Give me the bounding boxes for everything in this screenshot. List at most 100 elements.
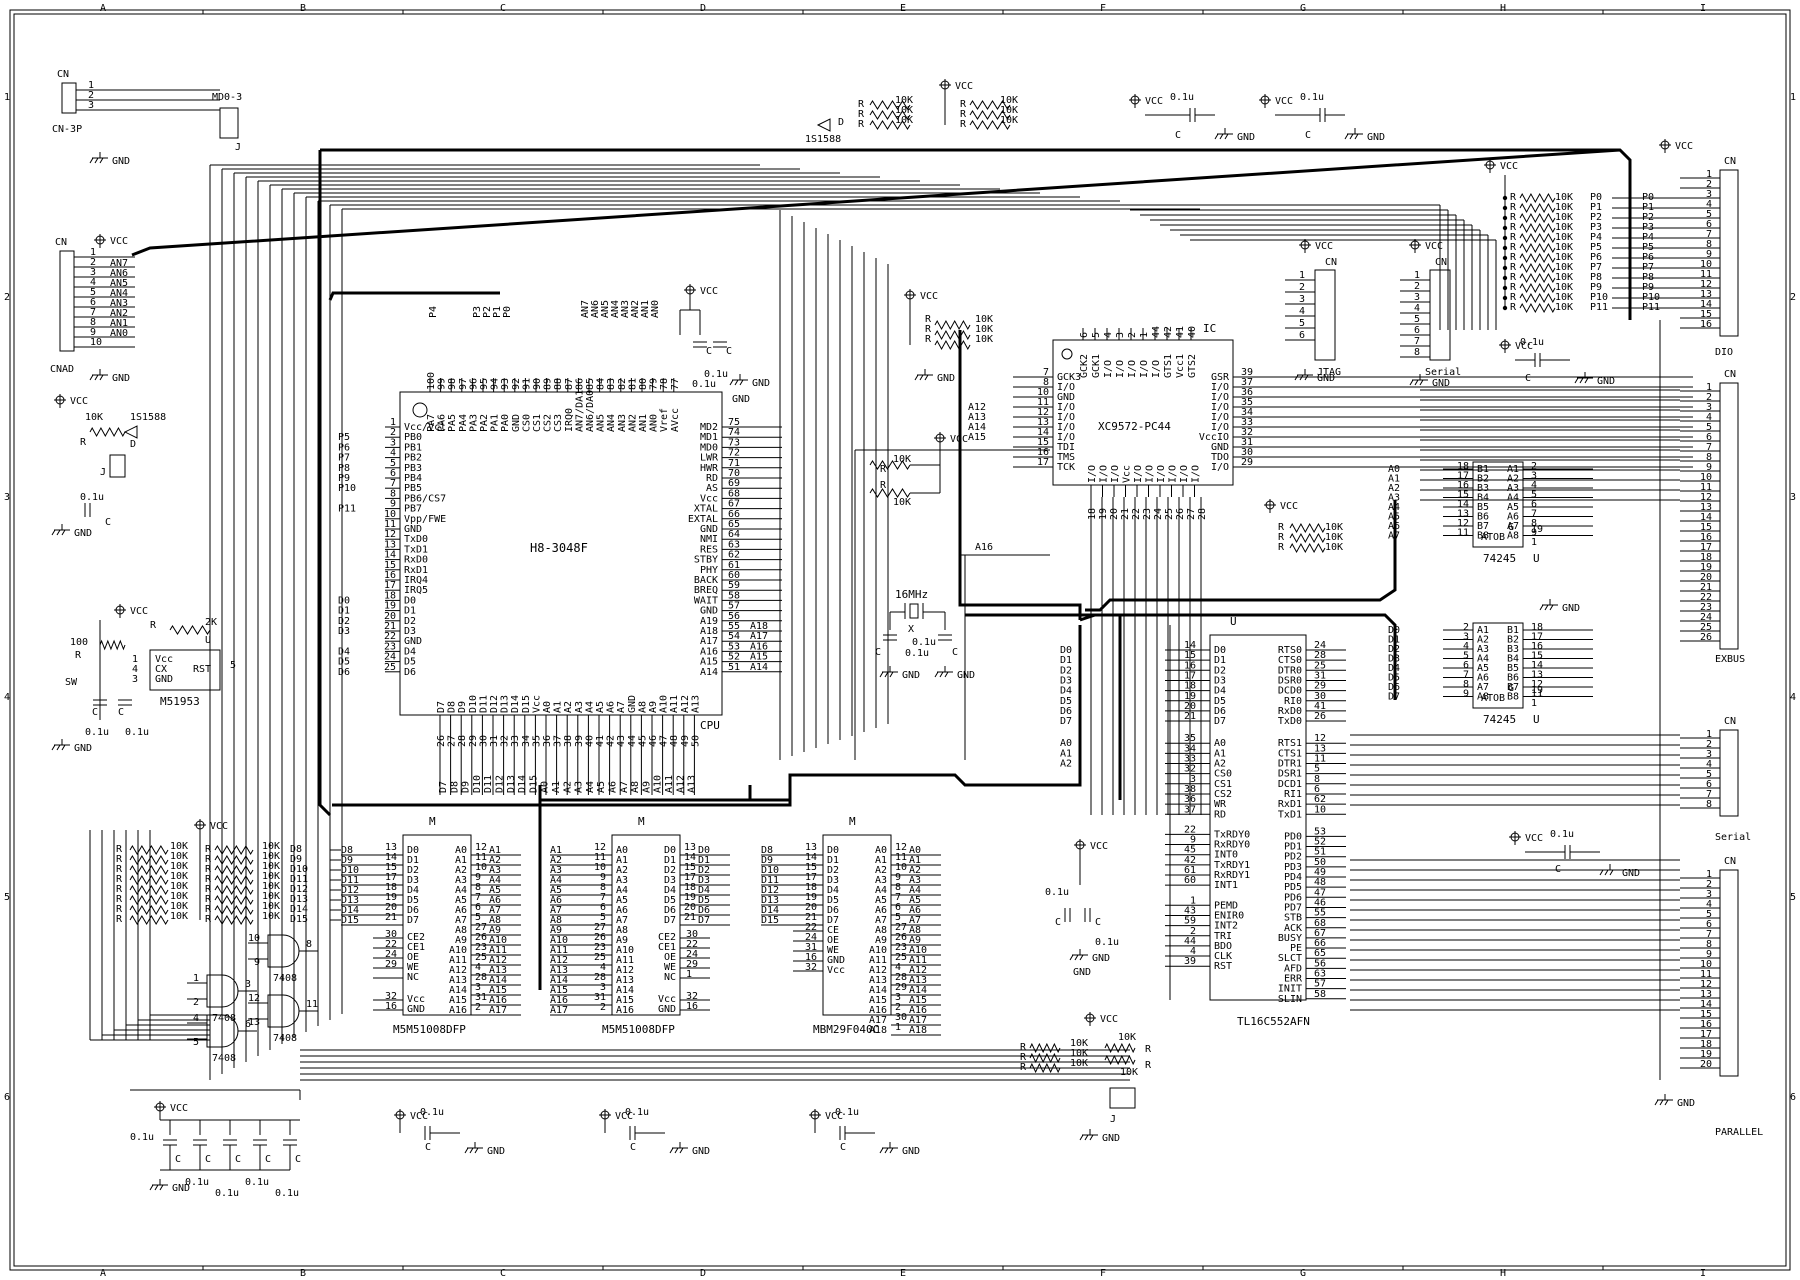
label: C <box>706 346 712 357</box>
dio-net: P8 <box>1590 272 1602 283</box>
uart-left-pin-name: ENIR0 <box>1214 910 1244 921</box>
connector-pin: 24 <box>1700 612 1712 623</box>
cpu-left-pin-number: 4 <box>390 448 396 459</box>
label: R <box>205 914 212 925</box>
mem-right-pin-name: A11 <box>449 955 467 966</box>
gnd-hatch <box>1294 374 1299 381</box>
uart-tl16c552: TL16C552AFNUD014D0D115D1D216D2D317D3D418… <box>1060 615 1346 1028</box>
column-label: I <box>1700 1268 1706 1279</box>
mem-right-net: A1 <box>909 855 921 866</box>
connectors: CNJTAG123456CNSerial12345678CNCN-3P123MD… <box>50 69 1763 1138</box>
connector-pin: 10 <box>1700 259 1712 270</box>
cpu-bottom-pin-name: D7 <box>436 701 447 713</box>
label: R <box>858 99 865 110</box>
uart-right-pin-name: ACK <box>1284 923 1302 934</box>
uart-right-pin-name: TxD0 <box>1278 716 1302 727</box>
cpld-bottom-pin-name: I/O <box>1179 465 1190 483</box>
label: 0.1u <box>835 1107 859 1118</box>
label: C <box>1305 130 1311 141</box>
mem-ctrl-pin-number: 24 <box>385 949 397 960</box>
cnad-net: AN6 <box>110 268 128 279</box>
cpld-part-label: XC9572-PC44 <box>1098 420 1171 433</box>
cpld-left-pin-number: 12 <box>1037 407 1049 418</box>
cpu-left-pin-number: 1 <box>390 417 396 428</box>
uart-left-pin-name: BDO <box>1214 941 1232 952</box>
label: R <box>1510 202 1517 213</box>
buffer-body <box>1472 461 1524 548</box>
serial-top-label: Serial <box>1425 367 1461 378</box>
jtag-connector-body <box>1314 269 1336 361</box>
label: C <box>1095 917 1101 928</box>
res-value: 10K <box>262 871 280 882</box>
cpu-left-pin-number: 10 <box>384 509 396 520</box>
jumper-label: MD0-3 <box>212 92 242 103</box>
cpu-top-net: P4 <box>428 306 439 318</box>
cpu-right-pin-number: 65 <box>728 519 740 530</box>
buffer-net: D6 <box>1388 682 1400 693</box>
cpld-left-net: A14 <box>968 422 986 433</box>
gnd-label: GND <box>1597 376 1615 387</box>
column-label: D <box>700 3 706 14</box>
resistor <box>1519 282 1556 294</box>
connector-pin: 13 <box>1700 502 1712 513</box>
cpu-left-pin-number: 8 <box>390 488 396 499</box>
cpu-left-net: P9 <box>338 473 350 484</box>
mem-left-pin-name: D7 <box>407 915 419 926</box>
cpu-bottom-net: A7 <box>619 781 630 793</box>
connector-pin: 9 <box>1706 949 1712 960</box>
uart-left-pin-name: CS1 <box>1214 779 1232 790</box>
label: 10K <box>975 334 993 345</box>
cpu-top-pin-name: PA6 <box>437 414 448 432</box>
cpu-left-pin-number: 3 <box>390 437 396 448</box>
buffer-right-pin-name: B4 <box>1507 654 1519 665</box>
uart-left-pin-name: PEMD <box>1214 900 1238 911</box>
label: C <box>840 1142 846 1153</box>
uart-left-pin-name: RD <box>1214 809 1226 820</box>
res-value: 10K <box>1000 115 1018 126</box>
cnad-net: AN4 <box>110 288 128 299</box>
gnd-label: GND <box>692 1146 710 1157</box>
label: 0.1u <box>625 1107 649 1118</box>
gnd-hatch <box>56 744 61 751</box>
mem-left-net: D8 <box>341 845 353 856</box>
connector-pin: 8 <box>1706 799 1712 810</box>
cpu-bottom-net: A9 <box>641 781 652 793</box>
buffer-left-pin-name: B4 <box>1477 493 1489 504</box>
connector-pin: 5 <box>1706 422 1712 433</box>
buffer-left-pin-name: B3 <box>1477 483 1489 494</box>
cpu-bottom-pin-name: D15 <box>521 695 532 713</box>
mem-left-pin-name: D1 <box>827 855 839 866</box>
gnd-label: GND <box>1622 868 1640 879</box>
gnd-label: GND <box>112 373 130 384</box>
cpu-top-net: AN4 <box>610 300 621 318</box>
resistor <box>1029 1042 1061 1054</box>
gnd-hatch <box>729 379 734 386</box>
cpld-right-pin-number: 34 <box>1241 407 1253 418</box>
uart-right-pin-number: 25 <box>1314 660 1326 671</box>
mem-left-net: D8 <box>761 845 773 856</box>
and-gate <box>206 974 239 1008</box>
connector-ref: CN <box>1724 716 1736 727</box>
cpu-bottom-net: A1 <box>551 781 562 793</box>
buffer-left-pin-name: B6 <box>1477 512 1489 523</box>
cpu-right-pin-number: 58 <box>728 590 740 601</box>
cpu-left-pin-name: TxD0 <box>404 534 428 545</box>
label: C <box>1055 917 1061 928</box>
cpld-bottom-pin-name: I/O <box>1087 465 1098 483</box>
cpu-left-pin-name: RxD0 <box>404 555 428 566</box>
vcc-label: VCC <box>70 396 88 407</box>
connector-ref: CN <box>1724 369 1736 380</box>
connector-pin: 11 <box>1700 269 1712 280</box>
cpld-bottom-pin-name: I/O <box>1110 465 1121 483</box>
gnd-hatch <box>914 374 919 381</box>
cpld-right-pin-number: 39 <box>1241 367 1253 378</box>
gnd-label: GND <box>112 156 130 167</box>
connector-pin: 1 <box>1706 169 1712 180</box>
cpld-left-pin-number: 8 <box>1043 377 1049 388</box>
cpld-left-pin-number: 11 <box>1037 397 1049 408</box>
connector-name: Serial <box>1715 832 1751 843</box>
bus-cpld <box>958 330 1082 620</box>
label: R <box>1510 302 1517 313</box>
vcc-label: VCC <box>1675 141 1693 152</box>
buffer-left-pin-name: B8 <box>1477 531 1489 542</box>
